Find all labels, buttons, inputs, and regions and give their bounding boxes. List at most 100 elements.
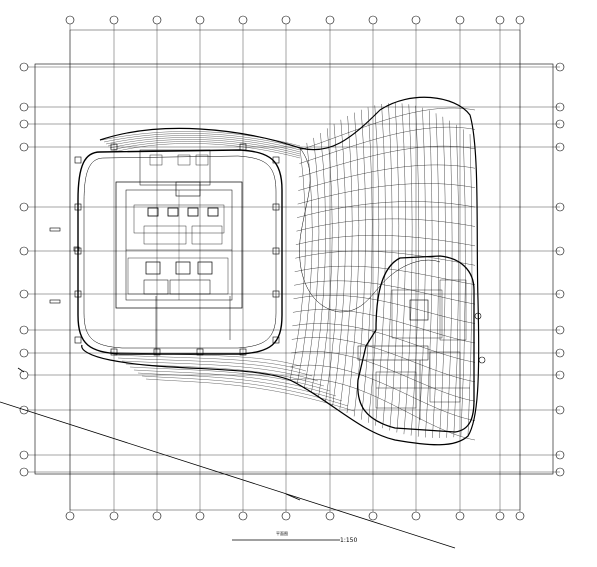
axis-bubble bbox=[152, 511, 162, 521]
axis-bubble bbox=[19, 348, 29, 358]
mesh-line bbox=[346, 112, 360, 413]
axis-bubble bbox=[495, 511, 505, 521]
mesh-line bbox=[289, 147, 306, 381]
section-cut-line bbox=[0, 367, 456, 549]
axis-bubble bbox=[19, 142, 29, 152]
mesh-line bbox=[453, 124, 459, 438]
mesh-line bbox=[137, 372, 343, 402]
axis-bubble bbox=[555, 289, 565, 299]
podium-block bbox=[357, 255, 486, 433]
mesh-line bbox=[361, 107, 373, 420]
tower-core bbox=[115, 149, 243, 355]
column bbox=[272, 290, 280, 298]
column bbox=[272, 336, 280, 344]
mesh-line bbox=[297, 201, 476, 218]
mesh-line bbox=[298, 164, 476, 191]
mesh-line bbox=[339, 115, 353, 410]
axis-bubble bbox=[19, 246, 29, 256]
drawing-title-mark: 平面图 bbox=[276, 530, 288, 536]
axis-bubble bbox=[19, 405, 29, 415]
mesh-line bbox=[446, 120, 453, 438]
column bbox=[74, 290, 82, 298]
mesh-line bbox=[295, 250, 476, 266]
axis-bubble bbox=[19, 467, 29, 477]
axis-bubble bbox=[555, 119, 565, 129]
mesh-line bbox=[111, 141, 301, 157]
axis-bubble bbox=[555, 370, 565, 380]
axis-bubble bbox=[19, 370, 29, 380]
scale-bar: 平面图 1:150 bbox=[232, 530, 357, 544]
vertical-grid-lines bbox=[69, 24, 521, 512]
mesh-line bbox=[417, 107, 426, 437]
scale-label: 1:150 bbox=[340, 537, 357, 544]
mesh-line bbox=[107, 137, 301, 153]
axis-bubble bbox=[152, 15, 162, 25]
column bbox=[74, 156, 82, 164]
mesh-line bbox=[292, 323, 476, 363]
mesh-line bbox=[289, 378, 476, 441]
axis-bubble bbox=[368, 15, 378, 25]
mesh-line bbox=[304, 137, 320, 389]
axis-bubble bbox=[555, 450, 565, 460]
mesh-line bbox=[375, 104, 386, 426]
column bbox=[239, 348, 247, 356]
mesh-line bbox=[117, 357, 313, 377]
mesh-line bbox=[318, 128, 333, 398]
mesh-line bbox=[291, 351, 476, 402]
mesh-line bbox=[113, 143, 301, 159]
mesh-line bbox=[311, 133, 326, 394]
column bbox=[272, 203, 280, 211]
mesh-line bbox=[389, 102, 400, 431]
tower-outline bbox=[77, 149, 283, 355]
axis-bubble bbox=[555, 467, 565, 477]
mesh-line bbox=[332, 119, 346, 406]
axis-bubble bbox=[238, 511, 248, 521]
axis-bubble bbox=[368, 511, 378, 521]
mesh-line bbox=[109, 351, 301, 367]
axis-bubble bbox=[555, 348, 565, 358]
axis-bubble bbox=[555, 202, 565, 212]
mesh-line bbox=[425, 110, 433, 438]
column bbox=[74, 203, 82, 211]
mesh-line bbox=[298, 145, 476, 178]
axis-bubble bbox=[555, 325, 565, 335]
axis-bubble bbox=[455, 15, 465, 25]
column bbox=[272, 156, 280, 164]
axis-bubble bbox=[281, 511, 291, 521]
side-labels bbox=[49, 227, 80, 304]
mesh-line bbox=[133, 369, 337, 397]
axis-bubble bbox=[281, 15, 291, 25]
axis-bubble bbox=[325, 511, 335, 521]
facade-mesh-lines bbox=[101, 102, 476, 441]
mesh-line bbox=[382, 103, 393, 429]
mesh-line bbox=[101, 131, 301, 147]
curved-facade bbox=[81, 96, 480, 446]
axis-bubble bbox=[411, 15, 421, 25]
axis-bubbles bbox=[19, 15, 565, 521]
axis-bubble bbox=[411, 511, 421, 521]
axis-bubble bbox=[238, 15, 248, 25]
column bbox=[239, 143, 247, 151]
mesh-line bbox=[432, 113, 439, 438]
mesh-line bbox=[299, 107, 476, 151]
axis-bubble bbox=[195, 15, 205, 25]
axis-bubble bbox=[19, 202, 29, 212]
axis-bubble bbox=[65, 15, 75, 25]
axis-bubble bbox=[19, 289, 29, 299]
axis-bubble bbox=[19, 450, 29, 460]
mesh-line bbox=[113, 354, 307, 372]
axis-bubble bbox=[109, 15, 119, 25]
mesh-line bbox=[294, 280, 476, 305]
mesh-line bbox=[105, 135, 301, 151]
mesh-line bbox=[297, 183, 476, 205]
axis-bubble bbox=[515, 15, 525, 25]
column bbox=[272, 247, 280, 255]
axis-bubble bbox=[19, 325, 29, 335]
mesh-line bbox=[145, 378, 355, 412]
mesh-line bbox=[325, 123, 340, 402]
column bbox=[153, 348, 161, 356]
mesh-line bbox=[439, 116, 446, 439]
axis-bubble bbox=[455, 511, 465, 521]
mesh-line bbox=[121, 360, 319, 382]
